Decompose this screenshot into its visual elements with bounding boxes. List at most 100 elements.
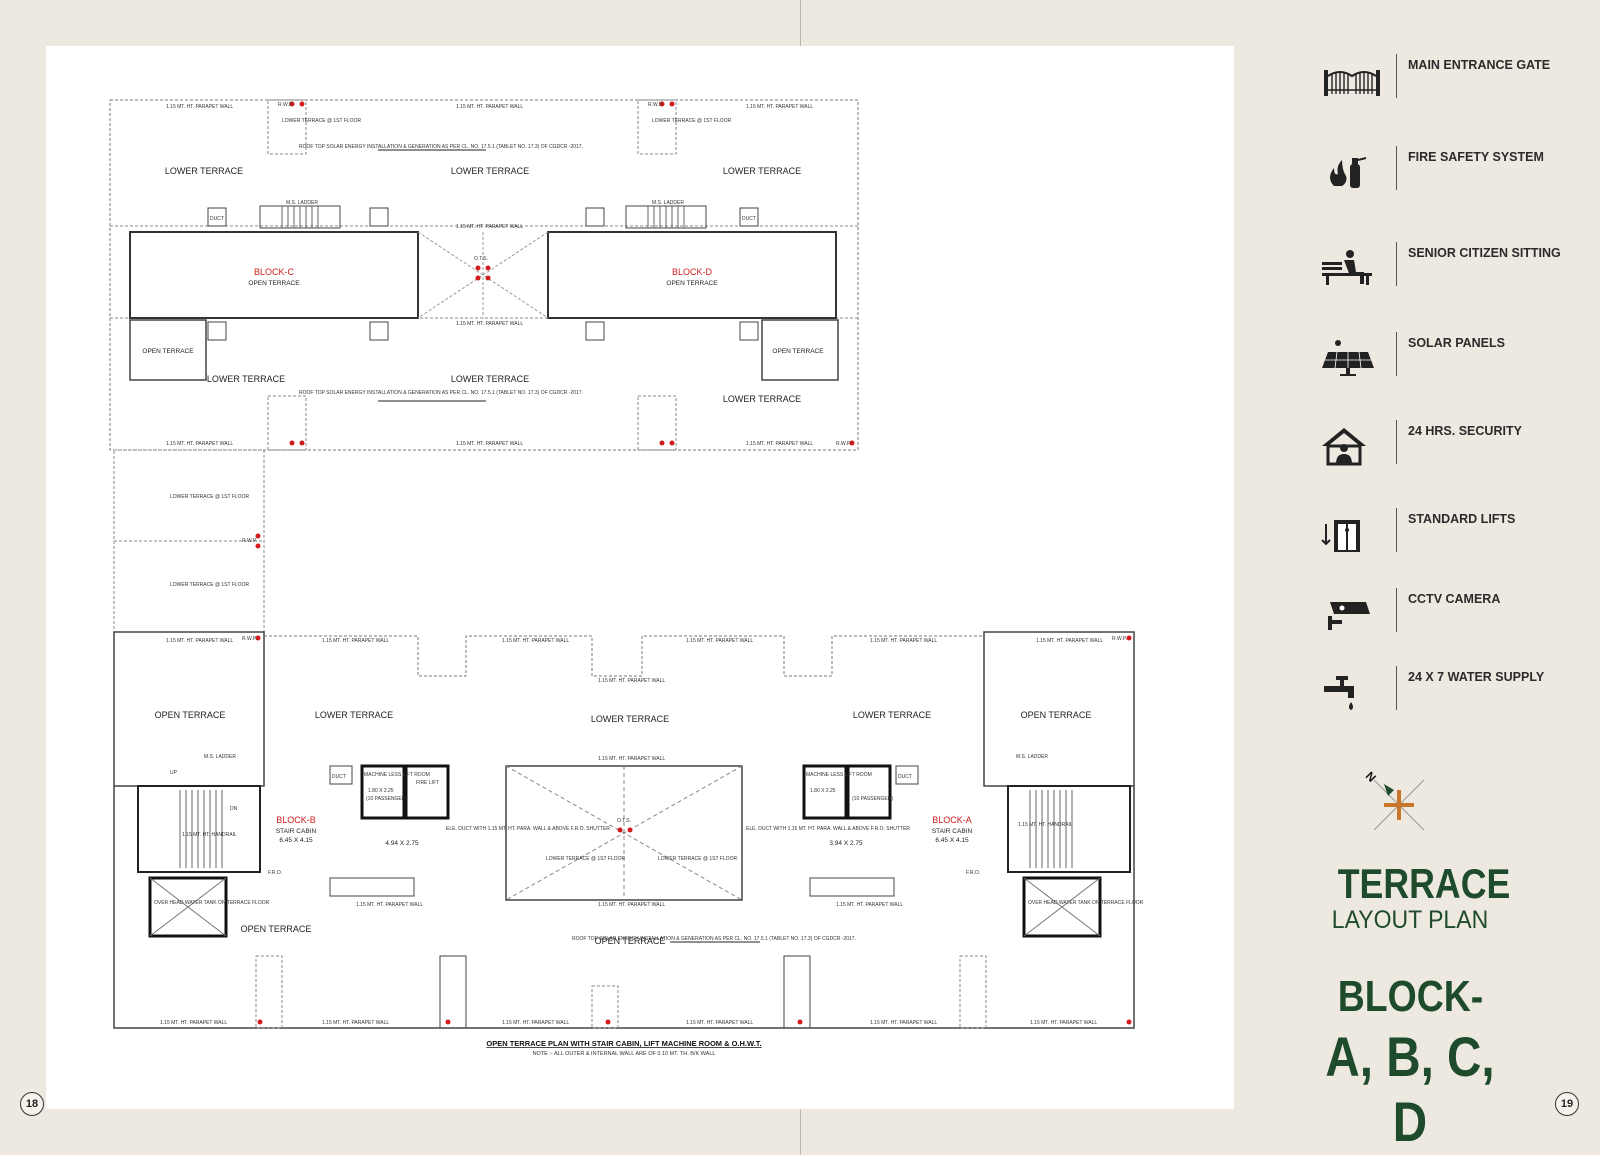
parapet-label: 1.15 MT. HT. PARAPET WALL bbox=[166, 104, 233, 110]
bench-icon bbox=[1322, 250, 1372, 285]
passenger-label: (10 PASSENGER) bbox=[366, 796, 407, 802]
stair-cabin-label: STAIR CABIN bbox=[932, 828, 973, 835]
rwp-label: R.W.P. bbox=[242, 538, 257, 544]
ele-duct-label: ELE. DUCT WITH 1.15 MT. HT. PARA. WALL &… bbox=[446, 826, 610, 832]
cctv-camera-icon bbox=[1328, 602, 1370, 630]
lift-icon bbox=[1321, 520, 1360, 552]
page-number-right: 19 bbox=[1555, 1092, 1579, 1116]
parapet-label: 1.15 MT. HT. PARAPET WALL bbox=[166, 441, 233, 447]
security-guard-icon bbox=[1322, 428, 1366, 466]
amenity-label: SOLAR PANELS bbox=[1408, 336, 1505, 350]
parapet-label: 1.15 MT. HT. PARAPET WALL bbox=[746, 104, 813, 110]
title-block: BLOCK- bbox=[1337, 972, 1484, 1021]
parapet-label: 1.15 MT. HT. PARAPET WALL bbox=[166, 638, 233, 644]
open-terrace-label: OPEN TERRACE bbox=[666, 280, 718, 287]
plan-caption: OPEN TERRACE PLAN WITH STAIR CABIN, LIFT… bbox=[486, 1039, 761, 1048]
fro-label: F.R.O. bbox=[268, 870, 282, 876]
amenity-standard-lifts: STANDARD LIFTS bbox=[1320, 508, 1570, 568]
amenity-cctv: CCTV CAMERA bbox=[1320, 588, 1570, 648]
lower-terrace-label: LOWER TERRACE bbox=[451, 166, 529, 176]
rain-water-pipe-markers bbox=[255, 101, 1132, 1025]
duct-label: DUCT bbox=[898, 774, 912, 780]
lower-terrace-1st-label: LOWER TERRACE @ 1ST FLOOR bbox=[658, 856, 737, 862]
amenity-security: 24 HRS. SECURITY bbox=[1320, 420, 1570, 480]
amenity-label: CCTV CAMERA bbox=[1408, 592, 1501, 606]
ms-ladder-label: M.S. LADDER bbox=[1016, 754, 1048, 760]
lower-terrace-1st-label: LOWER TERRACE @ 1ST FLOOR bbox=[652, 118, 731, 124]
parapet-label: 1.15 MT. HT. PARAPET WALL bbox=[836, 902, 903, 908]
amenity-senior-citizen-sitting: SENIOR CITIZEN SITTING bbox=[1320, 242, 1570, 302]
amenity-solar-panels: SOLAR PANELS bbox=[1320, 332, 1570, 392]
amenity-divider bbox=[1396, 666, 1397, 710]
rwp-label: R.W.P. bbox=[278, 102, 293, 108]
lift-dim-label: 1.80 X 2.25 bbox=[368, 788, 394, 794]
amenity-divider bbox=[1396, 332, 1397, 376]
ohwt-label: OVER HEAD WATER TANK ON TERRACE FLOOR bbox=[154, 900, 270, 906]
open-terrace-label: OPEN TERRACE bbox=[248, 280, 300, 287]
lower-terrace-1st-label: LOWER TERRACE @ 1ST FLOOR bbox=[546, 856, 625, 862]
duct-label: DUCT bbox=[742, 216, 756, 222]
parapet-label: 1.15 MT. HT. PARAPET WALL bbox=[322, 1020, 389, 1026]
lower-terrace-label: LOWER TERRACE bbox=[315, 710, 393, 720]
room-dim-label: 4.94 X 2.75 bbox=[385, 840, 419, 847]
ots-label: O.T.S. bbox=[617, 818, 631, 824]
block-a-label: BLOCK-A bbox=[932, 815, 972, 825]
lower-terrace-label: LOWER TERRACE bbox=[723, 394, 801, 404]
amenity-label: STANDARD LIFTS bbox=[1408, 512, 1516, 526]
rwp-label: R.W.P. bbox=[242, 636, 257, 642]
block-d-label: BLOCK-D bbox=[672, 267, 713, 277]
parapet-label: 1.15 MT. HT. PARAPET WALL bbox=[746, 441, 813, 447]
parapet-label: 1.15 MT. HT. PARAPET WALL bbox=[598, 756, 665, 762]
open-terrace-label: OPEN TERRACE bbox=[155, 710, 226, 720]
ms-ladder-label: M.S. LADDER bbox=[652, 200, 684, 206]
lower-terrace-label: LOWER TERRACE bbox=[451, 374, 529, 384]
parapet-label: 1.15 MT. HT. PARAPET WALL bbox=[456, 104, 523, 110]
parapet-label: 1.15 MT. HT. PARAPET WALL bbox=[502, 638, 569, 644]
lower-terrace-label: LOWER TERRACE bbox=[853, 710, 931, 720]
fro-label: F.R.O. bbox=[966, 870, 980, 876]
stair-dim-label: 6.45 X 4.15 bbox=[279, 837, 313, 844]
ohwt-label: OVER HEAD WATER TANK ON TERRACE FLOOR bbox=[1028, 900, 1144, 906]
ele-duct-label: ELE. DUCT WITH 1.15 MT. HT. PARA. WALL &… bbox=[746, 826, 910, 832]
ms-ladder-label: M.S. LADDER bbox=[204, 754, 236, 760]
rwp-label: R.W.P. bbox=[648, 102, 663, 108]
lower-terrace-label: LOWER TERRACE bbox=[165, 166, 243, 176]
dn-label: DN bbox=[230, 806, 238, 812]
block-c-label: BLOCK-C bbox=[254, 267, 295, 277]
handrail-label: 1.15 MT. HT. HANDRAIL bbox=[182, 832, 237, 838]
amenity-main-entrance-gate: MAIN ENTRANCE GATE bbox=[1320, 54, 1570, 114]
lift-dim-label: 1.80 X 2.25 bbox=[810, 788, 836, 794]
open-terrace-label: OPEN TERRACE bbox=[772, 348, 824, 355]
lower-terrace-1st-label: LOWER TERRACE @ 1ST FLOOR bbox=[282, 118, 361, 124]
lift-room-label: MACHINE LESS LIFT ROOM bbox=[364, 772, 430, 778]
passenger-label: (10 PASSENGER) bbox=[852, 796, 893, 802]
amenity-divider bbox=[1396, 242, 1397, 286]
gate-icon bbox=[1324, 70, 1380, 96]
stair-cabin-label: STAIR CABIN bbox=[276, 828, 317, 835]
parapet-label: 1.15 MT. HT. PARAPET WALL bbox=[356, 902, 423, 908]
water-tap-icon bbox=[1324, 676, 1354, 710]
parapet-label: 1.15 MT. HT. PARAPET WALL bbox=[160, 1020, 227, 1026]
up-label: UP bbox=[170, 770, 178, 776]
title-layout-plan: LAYOUT PLAN bbox=[1331, 906, 1489, 934]
parapet-label: 1.15 MT. HT. PARAPET WALL bbox=[686, 1020, 753, 1026]
amenity-label: FIRE SAFETY SYSTEM bbox=[1408, 150, 1544, 164]
rwp-label: R.W.P. bbox=[836, 441, 851, 447]
parapet-label: 1.15 MT. HT. PARAPET WALL bbox=[456, 441, 523, 447]
compass-icon: N bbox=[1364, 770, 1425, 831]
title-terrace: TERRACE bbox=[1337, 860, 1511, 907]
page-number-left: 18 bbox=[20, 1092, 44, 1116]
open-terrace-label: OPEN TERRACE bbox=[142, 348, 194, 355]
lift-room-label: MACHINE LESS LIFT ROOM bbox=[806, 772, 872, 778]
parapet-label: 1.15 MT. HT. PARAPET WALL bbox=[502, 1020, 569, 1026]
duct-label: DUCT bbox=[210, 216, 224, 222]
open-terrace-label: OPEN TERRACE bbox=[595, 936, 666, 946]
title-block-letters: A, B, C, D bbox=[1325, 1025, 1495, 1153]
solar-note: ROOF TOP SOLAR ENERGY INSTALLATION & GEN… bbox=[572, 936, 856, 942]
parapet-label: 1.15 MT. HT. PARAPET WALL bbox=[870, 1020, 937, 1026]
lower-terrace-label: LOWER TERRACE bbox=[591, 714, 669, 724]
amenity-divider bbox=[1396, 420, 1397, 464]
amenity-divider bbox=[1396, 588, 1397, 632]
parapet-label: 1.15 MT. HT. PARAPET WALL bbox=[322, 638, 389, 644]
ms-ladder-label: M.S. LADDER bbox=[286, 200, 318, 206]
